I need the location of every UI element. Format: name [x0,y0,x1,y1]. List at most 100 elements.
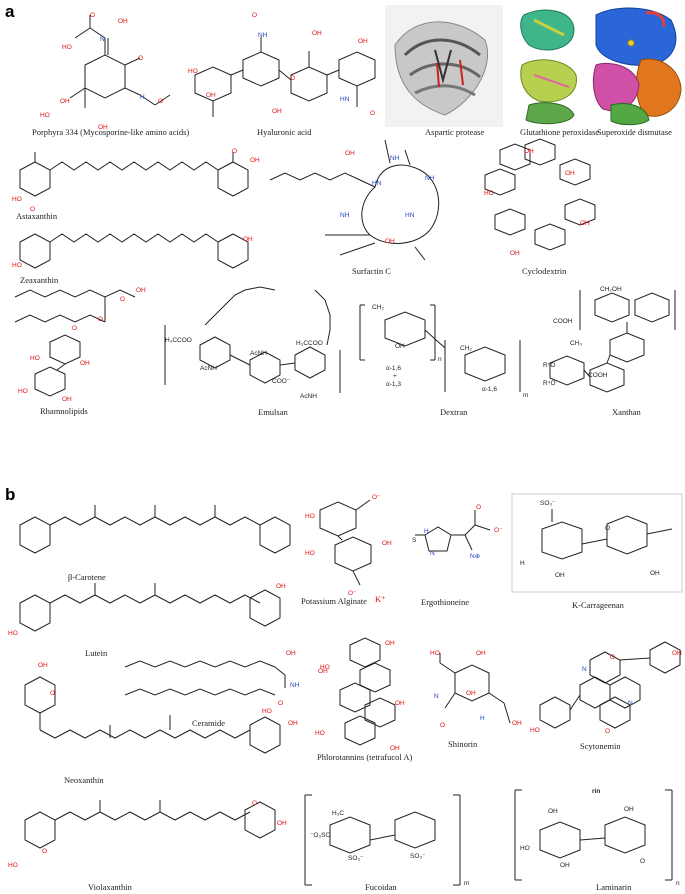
hyal-o-2: O [290,75,296,82]
xan-cooh-1: COOH [553,318,573,325]
phl-oh-1: OH [385,640,395,647]
scyt-n-2: N [628,700,633,707]
scyt-ho-1: HO [530,727,540,734]
emul-acnh-1: AcNH [200,365,217,372]
ergo-o-1: O [476,504,482,511]
caption-lutein: Lutein [85,648,108,658]
caption-aspartic: Aspartic protease [425,127,485,137]
porphyra-o-2: O [138,55,144,62]
neo-oh-1: OH [38,662,48,669]
lam-oh-3: OH [560,862,570,869]
lam-oh-2: OH [624,806,634,813]
rham-o-3: O [72,325,78,332]
caption-phlorotannins: Phlorotannins (tetrafucol A) [317,752,413,762]
alg-o-2: O⁻ [348,590,357,597]
rham-ho-1: HO [30,355,40,362]
caption-astaxanthin: Astaxanthin [16,211,58,221]
surf-hn-2: HN [405,212,415,219]
surf-hn-1: HN [372,180,382,187]
caption-violaxanthin: Violaxanthin [88,882,132,892]
vio-ho-1: HO [8,862,18,869]
lam-oh-1: OH [548,808,558,815]
hyal-oh-3: OH [206,92,216,99]
hyaluronic-structure [194,37,376,117]
kcarrageenan-structure [511,493,683,593]
fuc-so3-2: SO₃⁻ [410,853,426,860]
vio-o-1: O [252,800,258,807]
lam-label: rin [592,788,601,795]
vio-oh-1: OH [277,820,287,827]
xanthan-structure [549,290,676,393]
alg-ho-1: HO [305,513,315,520]
ergo-s: S [412,537,417,544]
shin-oh-2: OH [466,690,476,697]
neo-o-1: O [50,690,56,697]
scyt-o-2: O [605,728,611,735]
kcar-oh-2: OH [650,570,660,577]
ergo-n-1: N [430,550,435,557]
caption-kcarrageenan: K-Carrageenan [572,600,624,610]
cyclo-oh-1: OH [524,148,534,155]
ergo-h-1: H [424,528,429,535]
hyal-oh-4: OH [272,108,282,115]
phl-oh-3: OH [390,745,400,752]
superoxide-dismutase-image [592,7,682,126]
neo-oh-2: OH [288,720,298,727]
caption-dextran: Dextran [440,407,468,417]
emul-h3ccoo-1: H₃CCOO [165,337,192,344]
asta-o-2: O [30,206,36,213]
glutathione-peroxidase-image [520,9,577,125]
dex-oh-1: OH [395,343,405,350]
shin-o-1: O [440,722,446,729]
asta-ho-1: HO [12,196,22,203]
hyal-o-1: O [252,12,258,19]
dex-plus: + [393,373,397,380]
cyclo-oh-2: OH [565,170,575,177]
shin-oh-3: OH [512,720,522,727]
dex-a13: α-1,3 [386,381,401,388]
dextran-structure [359,304,521,392]
phlorotannins-structure [339,637,396,746]
xan-cooh-2: COOH [588,372,608,379]
caption-zeaxanthin: Zeaxanthin [20,275,59,285]
xan-r4o: R⁴O [543,380,556,387]
shinorin-structure [439,653,511,724]
zeaxanthin-structure [19,233,249,269]
dex-a16b: α-1,6 [482,386,497,393]
caption-shinorin: Shinorin [448,739,478,749]
caption-rhamnolipids: Rhamnolipids [40,406,88,416]
surf-nh-3: NH [340,212,350,219]
ceramide-structure [124,660,286,696]
cyclo-oh-4: OH [510,250,520,257]
vio-o-2: O [42,848,48,855]
phl-ho-2: HO [315,730,325,737]
fuc-h3c: H₃C [332,810,345,817]
rham-ho-2: HO [18,388,28,395]
emul-h3ccoo-2: H₃CCOO [296,340,323,347]
bcarotene-structure [19,505,291,554]
dex-a16: α-1,6 [386,365,401,372]
caption-cyclodextrin: Cyclodextrin [522,266,567,276]
rham-oh-1: OH [136,287,146,294]
scyt-n-1: N [582,666,587,673]
porphyra-oh-3: OH [98,124,108,131]
alg-o-1: O⁻ [372,494,381,501]
scyt-o-1: O [610,654,616,661]
caption-scytonemin: Scytonemin [580,741,621,751]
alg-oh-1: OH [382,540,392,547]
dex-n: n [438,356,442,363]
scytonemin-structure [539,641,681,729]
surf-nh-1: NH [390,155,400,162]
dex-ch2-2: CH₂ [460,345,472,352]
zea-oh-1: OH [243,236,253,243]
caption-bcarotene: β-Carotene [68,572,106,582]
caption-alginate: Potassium Alginate [301,596,367,606]
ergo-n-plus: N⊕ [470,553,481,560]
shin-ho-1: HO [430,650,440,657]
caption-laminarin: Laminarin [596,882,632,892]
caption-emulsan: Emulsan [258,407,288,417]
caption-hyaluronic: Hyaluronic acid [257,127,312,137]
porphyra-o-1: O [90,12,96,19]
caption-glutathione: Glutathione peroxidase [520,127,600,137]
ergothioneine-structure [415,510,491,552]
